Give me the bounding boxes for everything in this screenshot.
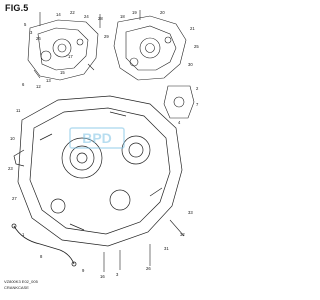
callout-number: 15 [60, 70, 65, 75]
callout-number: 2 [196, 86, 199, 91]
upper-right-case [113, 15, 187, 81]
callout-number: 29 [104, 34, 109, 39]
callout-number: 17 [68, 54, 73, 59]
watermark-logo: BPD [69, 127, 125, 149]
callout-number: 10 [10, 136, 15, 141]
callout-number: 30 [188, 62, 193, 67]
callout-number: 26 [36, 36, 41, 41]
callout-number: 13 [46, 78, 51, 83]
diagram-name: CRANKCASE [4, 285, 29, 290]
callout-number: 3 [116, 272, 119, 277]
callout-number: 25 [194, 44, 199, 49]
callout-number: 27 [12, 196, 17, 201]
parts-diagram-page: FIG.5 [4, 3, 200, 290]
callout-number: 11 [16, 108, 21, 113]
main-crankcase [13, 95, 183, 247]
callout-number: 1 [22, 232, 25, 237]
callout-number: 19 [132, 10, 137, 15]
callout-number: 33 [188, 210, 193, 215]
callout-number: 9 [82, 268, 85, 273]
callout-number: 14 [56, 12, 61, 17]
side-cover [163, 85, 195, 119]
callout-number: 6 [22, 82, 25, 87]
svg-text:BPD: BPD [82, 130, 112, 146]
callout-number: 5 [24, 22, 27, 27]
callout-number: 22 [70, 10, 75, 15]
oil-pipe [11, 223, 77, 267]
callout-number: 12 [36, 84, 41, 89]
upper-left-case [27, 19, 99, 81]
callout-number: 21 [190, 26, 195, 31]
figure-title: FIG.5 [5, 3, 29, 13]
callout-number: 20 [160, 10, 165, 15]
callout-number: 24 [84, 14, 89, 19]
callout-number: 28 [98, 16, 103, 21]
callout-number: 4 [178, 120, 181, 125]
callout-number: 26 [146, 266, 151, 271]
callout-number: 7 [196, 102, 199, 107]
callout-number: 23 [8, 166, 13, 171]
callout-number: 16 [100, 274, 105, 279]
callout-number: 8 [40, 254, 43, 259]
callout-number: 18 [120, 14, 125, 19]
callout-number: 3 [30, 30, 33, 35]
diagram-code: VZ800K3 E02_005 [4, 279, 38, 284]
bolts [39, 10, 185, 272]
callout-number: 32 [180, 232, 185, 237]
callout-number: 31 [164, 246, 169, 251]
